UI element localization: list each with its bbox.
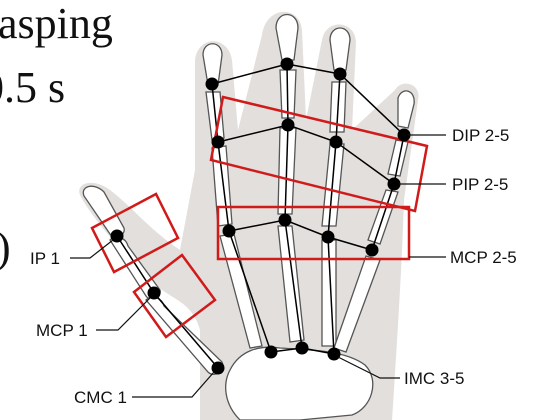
ring-distal-bone: [330, 28, 350, 70]
pip-little-joint: [388, 178, 401, 191]
label-dip: DIP 2-5: [452, 126, 509, 145]
mcp-little-joint: [366, 244, 379, 257]
carpal-bones: [226, 347, 373, 420]
imc-index-joint: [265, 346, 278, 359]
label-mcp1: MCP 1: [36, 321, 88, 340]
label-imc: IMC 3-5: [404, 369, 464, 388]
caption-line-3: ): [0, 223, 11, 272]
label-mcp25: MCP 2-5: [450, 248, 517, 267]
label-ip1: IP 1: [30, 249, 60, 268]
mcp-ring-joint: [322, 231, 335, 244]
label-cmc1: CMC 1: [74, 388, 127, 407]
caption-line-1: asping: [0, 0, 113, 48]
label-pip: PIP 2-5: [452, 175, 508, 194]
dip-middle-joint: [281, 58, 294, 71]
dip-ring-joint: [334, 68, 347, 81]
caption-line-2: 0.5 s: [0, 63, 65, 112]
imc-ring-joint: [328, 348, 341, 361]
imc-middle-joint: [296, 342, 309, 355]
pip-index-joint: [212, 136, 225, 149]
pip-ring-joint: [330, 136, 343, 149]
mcp-index-joint: [223, 225, 236, 238]
mcp-middle-joint: [279, 214, 292, 227]
mcp1-joint: [148, 287, 161, 300]
dip-index-joint: [206, 78, 219, 91]
pip-middle-joint: [282, 119, 295, 132]
